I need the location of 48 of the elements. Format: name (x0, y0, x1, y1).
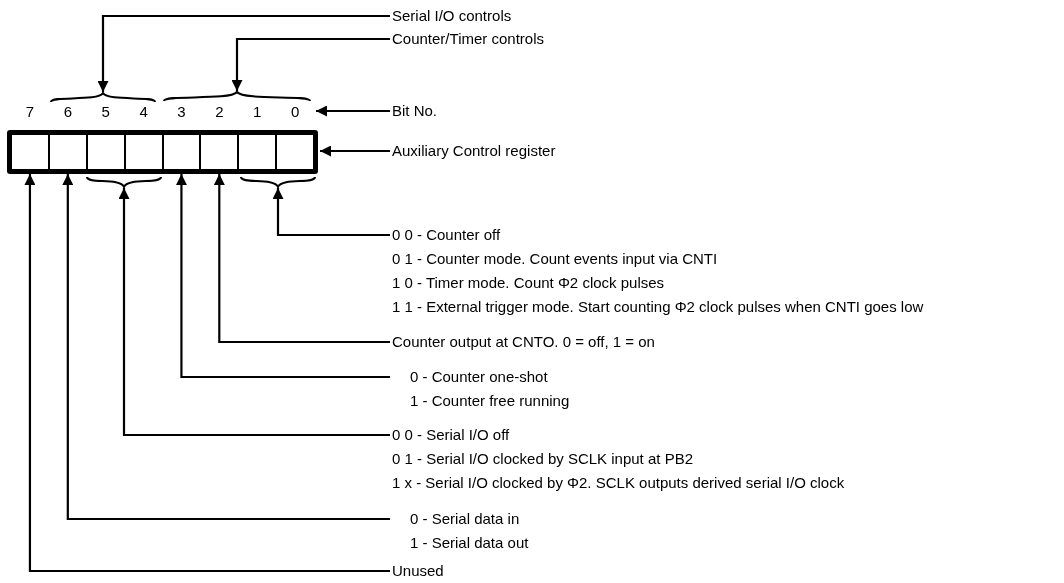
description-text: 1 0 - Timer mode. Count Φ2 clock pulses (392, 273, 665, 293)
bit-number: 7 (25, 104, 35, 119)
leader-arrow (231, 37, 390, 91)
bit-number: 1 (253, 104, 262, 119)
description-text: 0 0 - Counter off (392, 225, 501, 245)
leader-arrow (97, 14, 390, 92)
description-text: Counter output at CNTO. 0 = off, 1 = on (392, 332, 655, 352)
register-bit-cell (86, 134, 125, 170)
bit-number: 0 (290, 104, 300, 119)
description-text: 1 - Counter free running (410, 391, 570, 411)
leader-arrow (118, 188, 390, 437)
description-text: 0 1 - Counter mode. Count events input via CNTI (392, 249, 718, 269)
bit-number: 4 (139, 104, 148, 119)
bit-number: 3 (177, 104, 186, 119)
bit-number: 6 (63, 104, 72, 119)
description-text: 1 - Serial data out (410, 533, 529, 553)
register-bar (7, 130, 318, 174)
description-text: 0 0 - Serial I/O off (392, 425, 510, 445)
description-text: 0 - Serial data in (410, 509, 520, 529)
leader-arrow (316, 105, 390, 117)
register-bit-cell (11, 134, 49, 170)
description-text: Unused (392, 561, 444, 581)
leader-arrow (62, 174, 390, 521)
leader-arrow (213, 174, 390, 344)
description-text: 0 1 - Serial I/O clocked by SCLK input at PB2 (392, 449, 693, 469)
curly-brace (50, 92, 156, 103)
description-text: 1 1 - External trigger mode. Start counting Φ2 clock pulses when CNTI goes low (392, 297, 924, 317)
register-bit-cell (238, 134, 277, 170)
curly-brace (240, 176, 316, 188)
leader-arrow (175, 174, 390, 379)
description-text: Counter/Timer controls (392, 29, 544, 49)
leader-arrow (272, 188, 390, 237)
bit-number: 2 (215, 104, 224, 119)
description-text: 1 x - Serial I/O clocked by Φ2. SCLK outputs derived serial I/O clock (392, 473, 845, 493)
description-text: Serial I/O controls (392, 6, 512, 26)
register-bit-cell (276, 134, 314, 170)
register-bit-cell (200, 134, 239, 170)
register-bit-cell (48, 134, 87, 170)
description-text: Auxiliary Control register (392, 141, 556, 161)
leader-arrow (320, 145, 390, 157)
register-bit-cell (124, 134, 163, 170)
curly-brace (163, 91, 311, 102)
register-bit-cell (162, 134, 201, 170)
bit-number: 5 (101, 104, 110, 119)
description-text: Bit No. (392, 101, 437, 121)
curly-brace (86, 176, 162, 188)
description-text: 0 - Counter one-shot (410, 367, 548, 387)
leader-arrow (24, 174, 390, 573)
